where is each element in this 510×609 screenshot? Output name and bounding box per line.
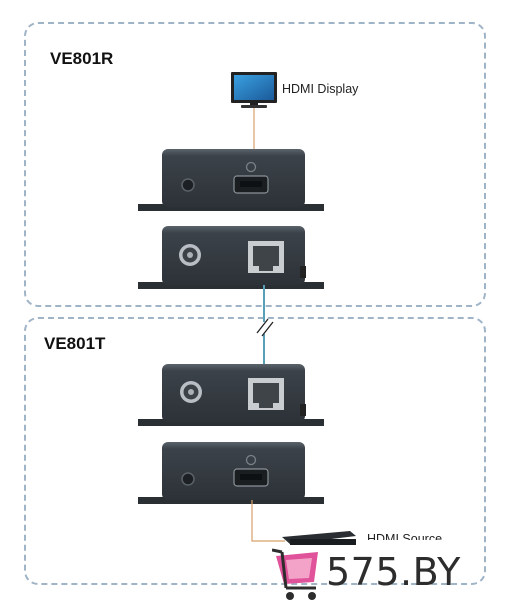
shopping-cart-icon [272,548,318,600]
receiver-zone [24,22,486,307]
transmitter-zone [24,317,486,585]
transmitter-audio-jack [181,472,195,486]
cable-break-mark [261,321,274,337]
site-watermark: 575.BY [272,544,462,606]
transmitter-hdmi-unit [138,442,324,504]
receiver-lan-unit [138,226,324,289]
receiver-audio-jack [181,178,195,192]
hdmi-cable-source [251,500,285,542]
transmitter-model-title: VE801T [44,334,106,353]
transmitter-lan-unit [138,364,324,426]
receiver-model-title: VE801R [50,49,114,68]
cable-break-mark [256,318,269,334]
watermark-text: 575.BY [326,550,461,594]
receiver-hdmi-unit [138,149,324,211]
receiver-led-indicator [245,161,257,173]
hdmi-display-monitor-icon [231,72,277,108]
transmitter-led-indicator [245,454,257,466]
hdmi-display-label: HDMI Display [282,82,359,96]
hdmi-source-label: HDMI Source [367,532,443,540]
hdmi-source-player-icon [282,531,356,545]
